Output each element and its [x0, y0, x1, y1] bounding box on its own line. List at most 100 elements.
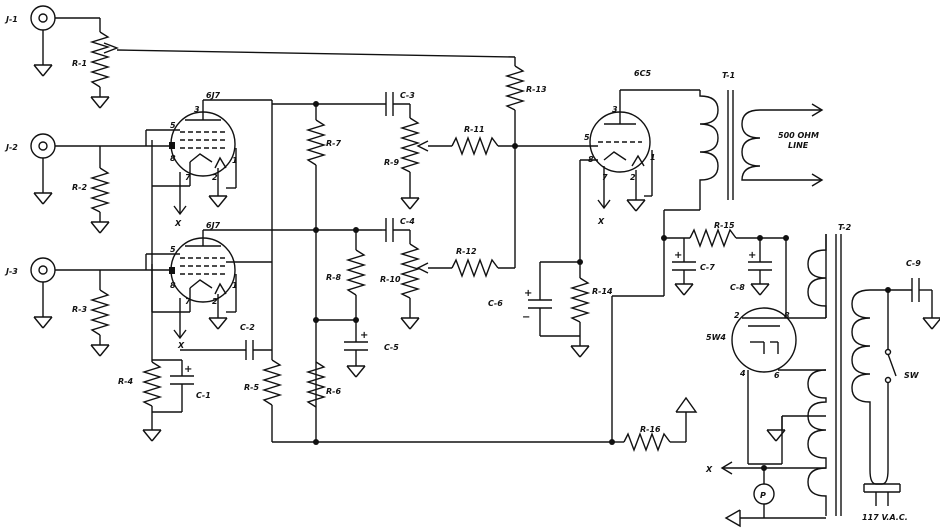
label-r12: R-12	[456, 247, 477, 256]
label-r7: R-7	[326, 139, 341, 148]
resistor-r10	[399, 230, 421, 330]
pin-v2-1: 1	[232, 281, 238, 290]
label-r13: R-13	[526, 85, 547, 94]
resistor-r8	[345, 230, 367, 320]
label-pilot: P	[760, 491, 766, 500]
label-v4: 5W4	[706, 333, 726, 342]
resistor-r9	[399, 104, 421, 210]
label-r8: R-8	[326, 273, 341, 282]
pin-v1-5: 5	[170, 121, 176, 130]
resistor-r3	[89, 270, 111, 357]
pin-v1-7: 7	[185, 173, 191, 182]
label-c5: C-5	[384, 343, 399, 352]
label-r14: R-14	[592, 287, 613, 296]
label-r9: R-9	[384, 158, 399, 167]
resistor-r1	[89, 18, 119, 109]
label-x-v3: X	[597, 217, 605, 226]
pin-v1-1: 1	[232, 156, 238, 165]
pin-v3-3: 3	[612, 105, 618, 114]
label-c3: C-3	[400, 91, 415, 100]
label-r3: R-3	[72, 305, 87, 314]
pin-v4-6: 6	[774, 371, 780, 380]
pin-v3-5: 5	[584, 133, 590, 142]
label-r16: R-16	[640, 425, 661, 434]
label-v3: 6C5	[634, 69, 651, 78]
pin-v2-5: 5	[170, 245, 176, 254]
label-j1: J-1	[4, 15, 18, 24]
resistor-r2	[89, 146, 111, 234]
label-c7: C-7	[700, 263, 715, 272]
resistor-r12	[428, 146, 516, 278]
svg-text:+: +	[524, 288, 532, 299]
resistor-r5	[261, 359, 283, 442]
pin-v4-8: 8	[784, 311, 790, 320]
svg-text:−: −	[522, 312, 530, 323]
transformer-t1	[699, 90, 824, 200]
label-r2: R-2	[72, 183, 87, 192]
pin-v2-2: 2	[212, 297, 218, 306]
label-c1: C-1	[196, 391, 211, 400]
pin-v4-4: 4	[739, 369, 746, 378]
output-line-2: LINE	[788, 141, 809, 150]
capacitor-c1: +	[152, 359, 194, 413]
resistor-r4	[141, 350, 163, 442]
capacitor-c6: + −	[522, 261, 580, 337]
pin-v2-7: 7	[185, 297, 191, 306]
transformer-t2	[782, 234, 871, 516]
label-c9: C-9	[906, 259, 921, 268]
tube-v1	[169, 100, 236, 177]
pin-v3-7: 7	[602, 173, 608, 182]
pin-v3-2: 2	[630, 173, 636, 182]
label-r15: R-15	[714, 221, 735, 230]
label-j2: J-2	[4, 143, 18, 152]
label-c8: C-8	[730, 283, 745, 292]
capacitor-c2	[180, 340, 272, 360]
capacitor-c8: +	[748, 238, 772, 296]
label-c4: C-4	[400, 217, 415, 226]
capacitor-c3	[316, 92, 410, 116]
resistor-r11	[428, 136, 580, 156]
power-switch	[884, 348, 897, 384]
resistor-r6	[305, 361, 327, 408]
label-r6: R-6	[326, 387, 341, 396]
resistor-r16	[612, 396, 698, 452]
capacitor-c5: +	[344, 320, 368, 378]
label-x-v1: X	[174, 219, 182, 228]
label-x-v2: X	[177, 341, 185, 350]
jack-j3	[30, 257, 146, 329]
output-line-1: 500 OHM	[778, 131, 819, 140]
label-c6: C-6	[488, 299, 503, 308]
svg-text:+: +	[674, 250, 682, 261]
pin-v3-1: 1	[650, 153, 656, 162]
label-ac-input: 117 V.A.C.	[862, 513, 908, 522]
label-v2: 6J7	[206, 221, 221, 230]
label-j3: J-3	[4, 267, 18, 276]
label-t1: T-1	[722, 71, 735, 80]
svg-text:+: +	[184, 364, 192, 375]
pin-v1-8: 8	[170, 154, 176, 163]
label-r4: R-4	[118, 377, 133, 386]
svg-text:+: +	[360, 330, 368, 341]
tube-v2	[169, 230, 236, 303]
label-r5: R-5	[244, 383, 259, 392]
label-r11: R-11	[464, 125, 485, 134]
label-r10: R-10	[380, 275, 401, 284]
resistor-r14	[569, 262, 591, 358]
label-switch: SW	[904, 371, 920, 380]
svg-text:+: +	[748, 250, 756, 261]
pin-v1-2: 2	[212, 173, 218, 182]
label-v1: 6J7	[206, 91, 221, 100]
capacitor-c9	[911, 278, 940, 330]
tube-v3	[589, 90, 651, 173]
pin-v1-3: 3	[194, 105, 200, 114]
jack-j1	[30, 5, 100, 77]
label-t2: T-2	[838, 223, 852, 232]
resistor-r7	[305, 104, 327, 442]
label-r1: R-1	[72, 59, 87, 68]
resistor-r15	[664, 228, 786, 248]
tube-v4	[731, 307, 797, 373]
ac-plug	[863, 469, 901, 506]
resistor-r13	[504, 57, 526, 146]
pin-v4-2: 2	[734, 311, 740, 320]
